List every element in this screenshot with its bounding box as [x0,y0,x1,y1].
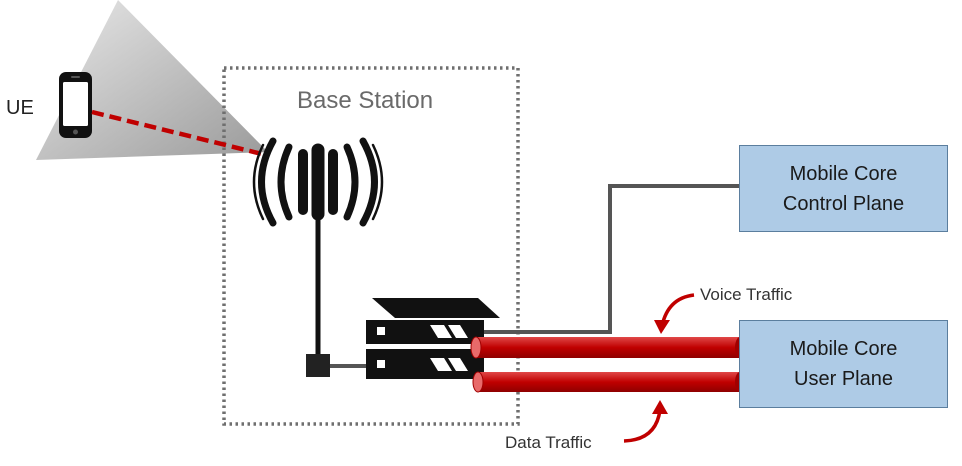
user-plane-title: Mobile Core [789,338,898,360]
user-plane-subtitle: User Plane [794,368,893,390]
control-plane-title: Mobile Core [789,162,898,185]
connector-box [306,354,330,377]
coverage-beam [36,0,268,160]
ue-label: UE [6,97,34,119]
data-traffic-pipe [472,371,745,393]
voice-traffic-pipe [470,336,745,359]
control-plane-box: Mobile Core Control Plane [739,145,948,232]
base-station-boundary [222,66,520,426]
server-icon [366,298,500,379]
voice-traffic-label: Voice Traffic [700,285,793,304]
control-plane-subtitle: Control Plane [782,192,905,215]
phone-icon [59,72,92,138]
user-plane-box: Mobile Core User Plane [739,320,948,408]
voice-traffic-arrow-icon [654,293,695,334]
control-plane-link [470,184,740,334]
antenna-icon [252,137,384,361]
base-station-label: Base Station [297,87,434,114]
radio-link [91,109,267,158]
data-traffic-arrow-icon [623,400,668,443]
data-traffic-label: Data Traffic [505,433,592,452]
